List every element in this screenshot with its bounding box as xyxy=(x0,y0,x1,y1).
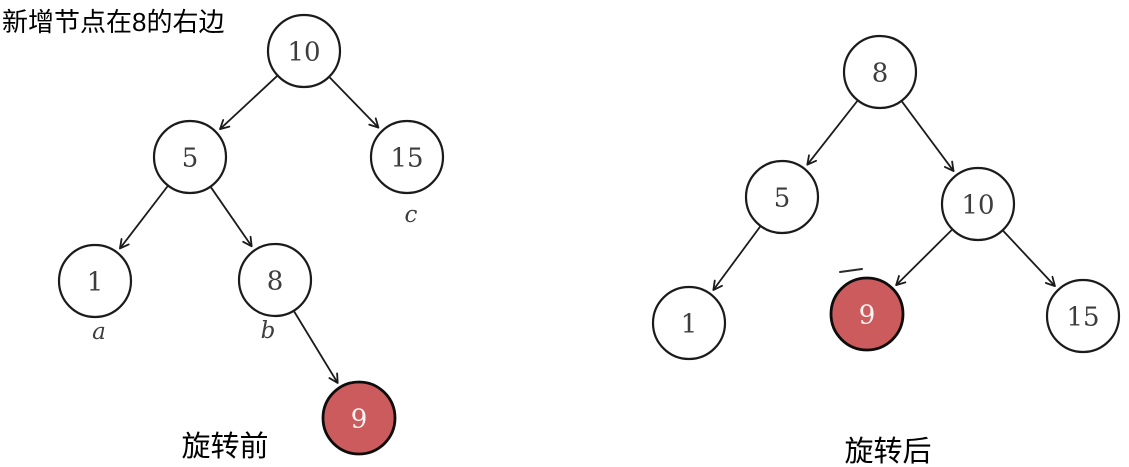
tree-edge-10-to-15 xyxy=(1002,230,1056,287)
tree-node-10 xyxy=(940,166,1016,242)
tree-node-1 xyxy=(651,285,727,361)
tree-edge-10-to-15 xyxy=(329,76,380,129)
tree-node-15 xyxy=(1045,278,1121,354)
tree-node-label-1: 1 xyxy=(87,268,104,298)
tree-node-15 xyxy=(369,119,445,195)
extras-layer xyxy=(839,268,863,273)
tree-edge-5-to-1 xyxy=(712,226,761,291)
tree-node-label-1: 1 xyxy=(681,310,698,340)
tree-after-rotation-nodes: 8 5 10 1 9 15 xyxy=(651,34,1121,361)
tree-node-9-highlighted xyxy=(829,276,905,352)
tree-node-8 xyxy=(237,242,313,318)
tree-node-5 xyxy=(152,119,228,195)
tree-node-label-8: 8 xyxy=(267,267,284,297)
tree-edge-5-to-1 xyxy=(119,185,169,250)
tree-edge-8-to-10 xyxy=(901,101,955,172)
tree-edge-10-to-9 xyxy=(895,229,953,287)
nodes-layer: 10 5 15 c 1 a 8 b 9 8 5 10 1 9 15 xyxy=(57,13,1121,456)
tree-edge-8-to-9 xyxy=(293,311,339,384)
tree-edge-5-to-8 xyxy=(210,186,253,248)
tree-node-9-highlighted xyxy=(321,380,397,456)
tree-node-label-10: 10 xyxy=(287,38,320,68)
tree-node-label-8: 8 xyxy=(872,59,889,89)
tree-edge-8-to-5 xyxy=(806,100,858,166)
tree-node-5 xyxy=(744,159,820,235)
edges-layer xyxy=(119,75,1056,384)
tree-node-label-9: 9 xyxy=(859,301,876,331)
caption-after-rotation: 旋转后 xyxy=(844,436,932,467)
tree-node-1 xyxy=(57,243,133,319)
subtree-label-a: a xyxy=(92,319,106,345)
tree-before-rotation-edges xyxy=(119,75,380,384)
tree-node-label-10: 10 xyxy=(961,191,994,221)
tree-node-label-15: 15 xyxy=(390,144,423,174)
caption-before-rotation: 旋转前 xyxy=(181,431,269,463)
tree-node-label-5: 5 xyxy=(774,184,791,214)
tree-after-rotation-edges xyxy=(712,100,1056,291)
tree-edge-10-to-5 xyxy=(219,75,278,130)
tree-node-label-15: 15 xyxy=(1066,303,1099,333)
diagram-title: 新增节点在8的右边 xyxy=(2,7,225,37)
tree-node-label-9: 9 xyxy=(351,405,368,435)
tree-node-10 xyxy=(266,13,342,89)
stray-dash-mark xyxy=(839,268,863,273)
subtree-label-c: c xyxy=(405,202,418,228)
tree-node-label-5: 5 xyxy=(182,144,199,174)
subtree-label-b: b xyxy=(261,318,276,344)
tree-node-8 xyxy=(842,34,918,110)
tree-before-rotation-nodes: 10 5 15 c 1 a 8 b 9 xyxy=(57,13,445,456)
